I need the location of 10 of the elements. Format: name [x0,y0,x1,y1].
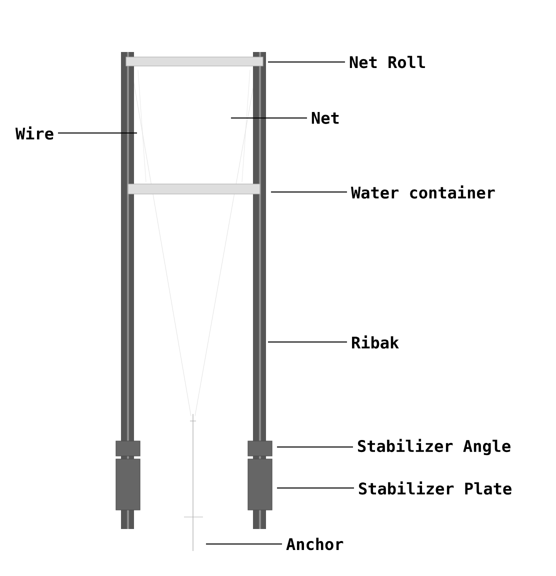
part-label: Ribak [352,335,399,349]
part-label: Stabilizer Plate [359,481,512,495]
part-label: Net [312,112,339,124]
part-label: Water container [351,185,495,199]
part-label: Anchor [286,538,344,550]
leader-line [276,446,354,448]
part-label: Stabilizer Angle [358,438,510,456]
leader-line [58,132,138,134]
part-label: Wire [15,126,54,140]
part-label: Net Roll [350,56,425,68]
